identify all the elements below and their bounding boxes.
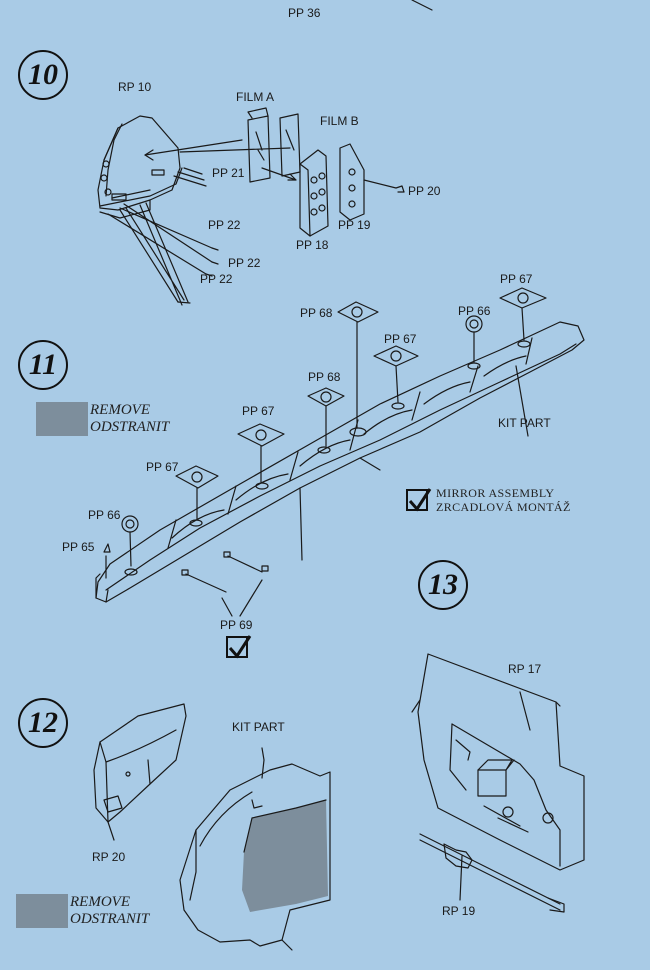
mirror-text: MIRROR ASSEMBLY ZRCADLOVÁ MONTÁŽ [436, 486, 571, 514]
remove-legend-11: REMOVE ODSTRANIT [36, 402, 169, 436]
pp68-label-a: PP 68 [300, 306, 333, 320]
pp22-label-a: PP 22 [208, 218, 241, 232]
remove-text-12: REMOVE ODSTRANIT [70, 894, 149, 928]
pp65-label: PP 65 [62, 540, 95, 554]
rp17-label: RP 17 [508, 662, 542, 676]
kit-part-label-12: KIT PART [232, 720, 285, 734]
pp18-label: PP 18 [296, 238, 329, 252]
top-leader-line [411, 0, 433, 11]
top-ref-label: PP 36 [288, 6, 321, 20]
pp19-panel [339, 143, 365, 221]
remove-cz-label-12: ODSTRANIT [70, 911, 150, 927]
pp69-label: PP 69 [220, 618, 253, 632]
film-b [279, 113, 301, 177]
step12-part-rp20 [93, 703, 187, 841]
remove-swatch-12 [16, 894, 68, 928]
step-13-badge: 13 [418, 560, 468, 610]
pp68-label-b: PP 68 [308, 370, 341, 384]
film-b-label: FILM B [320, 114, 359, 128]
arrow-film-a [144, 139, 243, 156]
step13-assembly [411, 653, 585, 913]
pp67-label-b: PP 67 [242, 404, 275, 418]
pp67-label-a: PP 67 [146, 460, 179, 474]
remove-swatch [36, 402, 88, 436]
step11-decals [103, 287, 547, 617]
film-a [247, 115, 271, 183]
remove-text-11: REMOVE ODSTRANIT [90, 402, 169, 436]
pp18-panel [299, 149, 329, 237]
remove-en-label-12: REMOVE [70, 894, 130, 910]
pp22-label-c: PP 22 [200, 272, 233, 286]
remove-en-label: REMOVE [90, 402, 150, 418]
pp67-label-d: PP 67 [500, 272, 533, 286]
pp69-checkbox-icon [226, 635, 252, 659]
rp19-label: RP 19 [442, 904, 476, 918]
rp10-label: RP 10 [118, 80, 152, 94]
step-11-badge: 11 [18, 340, 68, 390]
remove-legend-12: REMOVE ODSTRANIT [16, 894, 149, 928]
rp19-leader [459, 855, 463, 901]
mirror-checkbox-icon [406, 488, 432, 512]
pp66-label-a: PP 66 [88, 508, 121, 522]
mirror-cz-label: ZRCADLOVÁ MONTÁŽ [436, 500, 571, 514]
rp20-label: RP 20 [92, 850, 126, 864]
step11-cowling [95, 321, 585, 603]
step-10-badge: 10 [18, 50, 68, 100]
step10-instrument-panel [97, 115, 191, 306]
mirror-assembly-note: MIRROR ASSEMBLY ZRCADLOVÁ MONTÁŽ [406, 486, 571, 514]
kit-part-label-11: KIT PART [498, 416, 551, 430]
pp21-label: PP 21 [212, 166, 245, 180]
pp67-label-c: PP 67 [384, 332, 417, 346]
mirror-en-label: MIRROR ASSEMBLY [436, 486, 555, 500]
pp22-label-b: PP 22 [228, 256, 261, 270]
remove-cz-label: ODSTRANIT [90, 419, 170, 435]
step-12-badge: 12 [18, 698, 68, 748]
film-a-label: FILM A [236, 90, 275, 104]
pp66-label-b: PP 66 [458, 304, 491, 318]
kit-part-leader-11 [515, 365, 529, 437]
pp19-label: PP 19 [338, 218, 371, 232]
rp17-leader [519, 691, 531, 731]
step12-kit-part [179, 747, 331, 951]
pp20-label: PP 20 [408, 184, 441, 198]
